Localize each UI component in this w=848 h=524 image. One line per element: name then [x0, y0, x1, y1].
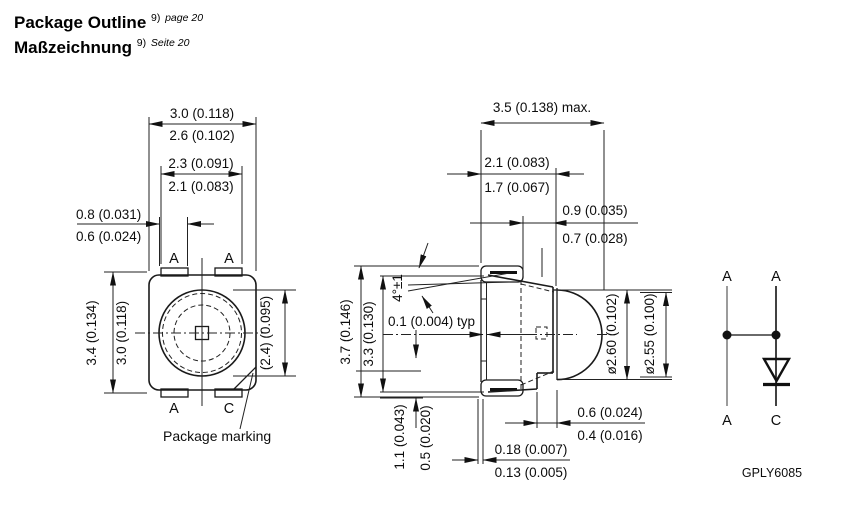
- side-view-labels: 3.5 (0.138) max. 2.1 (0.083) 1.7 (0.067)…: [338, 100, 657, 480]
- drawing-code: GPLY6085: [742, 466, 802, 480]
- schematic-pin-bottom-right: C: [771, 413, 781, 429]
- footnote-ref-2: 9): [136, 37, 147, 49]
- dim-lead-foot-label: 0.18 (0.007): [495, 442, 568, 457]
- package-marking-note: Package marking: [163, 428, 271, 444]
- dim-body-depth-label: 2.1 (0.083): [484, 155, 549, 170]
- dim-pad-width-label: 0.8 (0.031): [76, 207, 141, 222]
- dim-pads-span-min-label: 2.1 (0.083): [168, 179, 233, 194]
- schematic-pin-bottom-left: A: [722, 413, 732, 429]
- top-view: 3.0 (0.118) 2.6 (0.102) 2.3 (0.091) 2.1 …: [76, 106, 296, 444]
- pin-label-top-right: A: [224, 251, 234, 267]
- page-title-de: Maßzeichnung 9) Seite 20: [14, 33, 203, 58]
- side-view-leads: [480, 265, 524, 397]
- dim-lead-height-min-label: 0.5 (0.020): [418, 405, 433, 470]
- schematic-pin-top-left: A: [722, 269, 732, 285]
- dim-lead-height-label: 1.1 (0.043): [392, 404, 407, 469]
- dim-lens-dia-ref-label: (2.4) (0.095): [258, 296, 273, 370]
- dim-pads-span-label: 2.3 (0.091): [168, 156, 233, 171]
- footnote-ref-1: 9): [151, 12, 161, 24]
- side-view-hidden-lines: [520, 280, 555, 390]
- diode-triangle-icon: [761, 357, 792, 384]
- dim-total-depth-label: 3.5 (0.138) max.: [493, 100, 591, 115]
- pin-label-bottom-right: C: [224, 401, 234, 417]
- dim-body-height-side-label: 3.3 (0.130): [361, 301, 376, 366]
- dim-lens-dia-min-label: ø2.55 (0.100): [642, 293, 657, 374]
- top-view-centerlines: [135, 258, 264, 406]
- dim-lens-dia-max-label: ø2.60 (0.102): [604, 293, 619, 374]
- pin-label-bottom-left: A: [169, 401, 179, 417]
- title-block: Package Outline 9) page 20 Maßzeichnung …: [14, 8, 203, 58]
- dim-standoff-min-label: 0.4 (0.016): [577, 428, 642, 443]
- dim-lead-thickness-label: 0.1 (0.004) typ: [388, 314, 475, 329]
- pin-label-top-left: A: [169, 251, 179, 267]
- dim-lead-foot-min-label: 0.13 (0.005): [495, 465, 568, 480]
- dim-pad-width-min-label: 0.6 (0.024): [76, 229, 141, 244]
- dim-lens-base-min-label: 0.7 (0.028): [562, 231, 627, 246]
- top-view-labels: 3.0 (0.118) 2.6 (0.102) 2.3 (0.091) 2.1 …: [76, 106, 273, 444]
- junction-dot-left: [722, 330, 732, 340]
- title-text-en: Package Outline: [14, 13, 147, 32]
- dim-body-width-min-label: 2.6 (0.102): [169, 128, 234, 143]
- dim-standoff-label: 0.6 (0.024): [577, 405, 642, 420]
- dim-total-height-label: 3.7 (0.146): [338, 299, 353, 364]
- junction-dot-right: [771, 330, 781, 340]
- title-text-de: Maßzeichnung: [14, 38, 133, 57]
- top-view-dimensions: [77, 117, 296, 430]
- footnote-note-2: Seite 20: [150, 37, 190, 49]
- side-view-dimensions: [354, 120, 672, 464]
- dim-body-depth-min-label: 1.7 (0.067): [484, 180, 549, 195]
- footnote-note-1: page 20: [165, 12, 204, 24]
- dim-body-width-label: 3.0 (0.118): [170, 106, 234, 121]
- side-view: 3.5 (0.138) max. 2.1 (0.083) 1.7 (0.067)…: [338, 100, 672, 480]
- dim-draft-angle-label: 4°±1: [390, 274, 405, 302]
- dim-body-height-min-label: 3.0 (0.118): [114, 301, 129, 365]
- schematic-pin-top-right: A: [771, 269, 781, 285]
- dim-lens-base-label: 0.9 (0.035): [562, 203, 627, 218]
- dim-body-height-label: 3.4 (0.134): [84, 300, 99, 365]
- diode-schematic: A A A C GPLY6085: [722, 269, 802, 480]
- page-title-en: Package Outline 9) page 20: [14, 8, 203, 33]
